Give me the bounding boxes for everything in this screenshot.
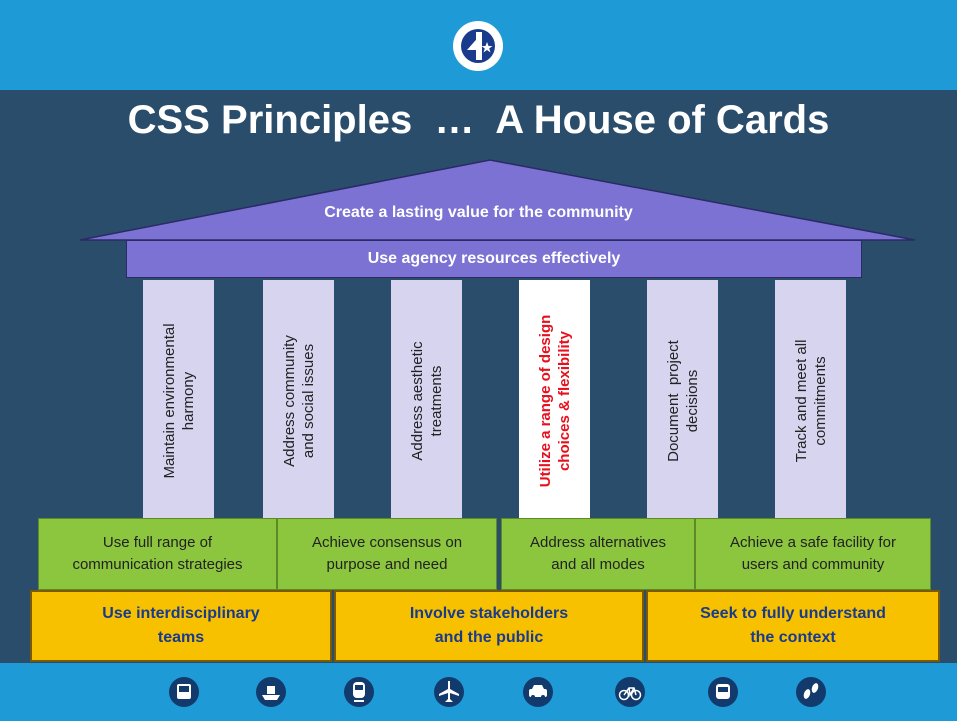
step-block: Achieve a safe facility for users and co… bbox=[695, 518, 931, 590]
pillar-label: Document project decisions bbox=[664, 340, 701, 462]
foundation-block: Seek to fully understand the context bbox=[646, 590, 940, 662]
foundation-block: Use interdisciplinary teams bbox=[30, 590, 332, 662]
header-bar bbox=[0, 0, 957, 90]
step-label: Achieve a safe facility for users and co… bbox=[730, 534, 896, 573]
roof-label: Create a lasting value for the community bbox=[324, 204, 633, 221]
bus-icon bbox=[169, 677, 199, 707]
pillar: Maintain environmental harmony bbox=[143, 280, 214, 522]
step-label: Achieve consensus on purpose and need bbox=[311, 534, 463, 573]
pillar-label: Track and meet all commitments bbox=[792, 339, 829, 463]
step-block: Use full range of communication strategi… bbox=[38, 518, 277, 590]
pillar: Document project decisions bbox=[647, 280, 718, 522]
pillar-highlighted: Utilize a range of design choices & flex… bbox=[519, 280, 590, 522]
foundation-block: Involve stakeholders and the public bbox=[334, 590, 644, 662]
step-block: Achieve consensus on purpose and need bbox=[277, 518, 497, 590]
step-block: Address alternatives and all modes bbox=[501, 518, 695, 590]
pillar: Address aesthetic treatments bbox=[391, 280, 462, 522]
step-label: Address alternatives and all modes bbox=[530, 534, 666, 573]
step-label: Use full range of communication strategi… bbox=[72, 534, 243, 573]
airplane-icon bbox=[434, 677, 464, 707]
car-icon bbox=[523, 677, 553, 707]
foundation-label: Involve stakeholders and the public bbox=[409, 605, 569, 646]
footsteps-icon bbox=[796, 677, 826, 707]
pillar-label: Address aesthetic treatments bbox=[408, 341, 445, 461]
pillar-label: Maintain environmental harmony bbox=[160, 323, 197, 479]
ship-icon bbox=[256, 677, 286, 707]
pillar: Track and meet all commitments bbox=[775, 280, 846, 522]
beam-label: Use agency resources effectively bbox=[126, 240, 862, 278]
pillar-label: Address community and social issues bbox=[280, 335, 317, 467]
slide-title: CSS Principles … A House of Cards bbox=[127, 98, 830, 142]
mndot-seal-icon bbox=[453, 21, 503, 71]
pillar-label: Utilize a range of design choices & flex… bbox=[536, 314, 573, 488]
bicycle-icon bbox=[615, 677, 645, 707]
pillar: Address community and social issues bbox=[263, 280, 334, 522]
transit-bus-icon bbox=[708, 677, 738, 707]
foundation-label: Seek to fully understand the context bbox=[700, 605, 886, 646]
foundation-label: Use interdisciplinary teams bbox=[102, 605, 260, 646]
train-icon bbox=[344, 677, 374, 707]
